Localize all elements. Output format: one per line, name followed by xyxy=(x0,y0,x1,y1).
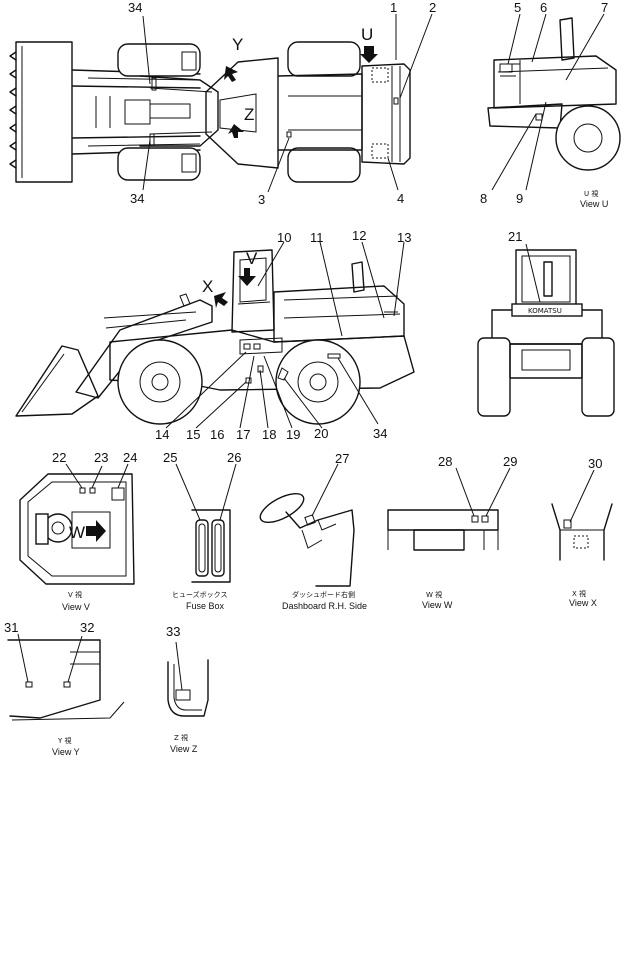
view-y-caption: View Y xyxy=(52,747,80,757)
callout-20: 20 xyxy=(314,426,328,441)
callout-25: 25 xyxy=(163,450,177,465)
view-y-arrow-label: Y xyxy=(232,35,243,54)
view-v-arrow-label: V xyxy=(246,249,258,268)
dashboard-drawing xyxy=(259,463,355,587)
callout-21: 21 xyxy=(508,229,522,244)
callout-30: 30 xyxy=(588,456,602,471)
callout-4: 4 xyxy=(397,191,404,206)
callout-9: 9 xyxy=(516,191,523,206)
view-u-caption: View U xyxy=(580,199,608,209)
view-w-caption-jp: W 視 xyxy=(426,590,442,599)
fuse-box-caption: Fuse Box xyxy=(186,601,225,611)
callout-13: 13 xyxy=(397,230,411,245)
callout-22: 22 xyxy=(52,450,66,465)
view-w-caption: View W xyxy=(422,600,453,610)
view-x-arrow-label: X xyxy=(202,277,213,296)
callout-34-bottom: 34 xyxy=(130,191,144,206)
callout-1: 1 xyxy=(390,0,397,15)
view-u-arrow-label: U xyxy=(361,25,373,44)
callout-7: 7 xyxy=(601,0,608,15)
view-z-caption: View Z xyxy=(170,744,198,754)
view-x-caption-jp: X 視 xyxy=(572,589,586,598)
callout-23: 23 xyxy=(94,450,108,465)
callout-3: 3 xyxy=(258,192,265,207)
callout-11: 11 xyxy=(310,230,324,245)
view-x-drawing xyxy=(551,469,613,561)
callout-32: 32 xyxy=(80,620,94,635)
view-v-drawing xyxy=(19,463,135,585)
callout-17: 17 xyxy=(236,427,250,442)
callout-6: 6 xyxy=(540,0,547,15)
callout-14: 14 xyxy=(155,427,169,442)
view-u-caption-jp: U 視 xyxy=(584,189,598,198)
callout-28: 28 xyxy=(438,454,452,469)
fuse-box-caption-jp: ヒューズボックス xyxy=(172,590,227,599)
callout-31: 31 xyxy=(4,620,18,635)
callout-16: 16 xyxy=(210,427,224,442)
callout-24: 24 xyxy=(123,450,137,465)
callout-34-side: 34 xyxy=(373,426,387,441)
view-w-drawing xyxy=(387,467,511,551)
view-v-caption: View V xyxy=(62,602,90,612)
callout-34-top: 34 xyxy=(128,0,142,15)
callout-5: 5 xyxy=(514,0,521,15)
dashboard-caption: Dashboard R.H. Side xyxy=(282,601,367,611)
fuse-box-drawing xyxy=(175,463,237,583)
side-view-drawing xyxy=(15,241,415,429)
callout-8: 8 xyxy=(480,191,487,206)
view-z-drawing xyxy=(167,641,209,717)
callout-33: 33 xyxy=(166,624,180,639)
view-z-arrow-label: Z xyxy=(244,105,254,124)
callout-29: 29 xyxy=(503,454,517,469)
view-v-caption-jp: V 視 xyxy=(68,590,82,599)
dashboard-caption-jp: ダッシュボード右側 xyxy=(292,590,355,599)
callout-18: 18 xyxy=(262,427,276,442)
view-y-drawing xyxy=(7,633,125,721)
rear-view-drawing: KOMATSU xyxy=(477,243,615,417)
view-w-arrow-label: W xyxy=(69,523,85,542)
callout-26: 26 xyxy=(227,450,241,465)
callout-10: 10 xyxy=(277,230,291,245)
view-z-caption-jp: Z 視 xyxy=(174,733,188,742)
view-x-caption: View X xyxy=(569,598,597,608)
top-view-drawing xyxy=(9,13,433,193)
callout-27: 27 xyxy=(335,451,349,466)
view-y-caption-jp: Y 視 xyxy=(57,736,72,745)
callout-15: 15 xyxy=(186,427,200,442)
rear-brand-decal: KOMATSU xyxy=(528,307,562,315)
callout-12: 12 xyxy=(352,228,366,243)
view-u-drawing xyxy=(487,13,621,191)
callout-2: 2 xyxy=(429,0,436,15)
callout-19: 19 xyxy=(286,427,300,442)
